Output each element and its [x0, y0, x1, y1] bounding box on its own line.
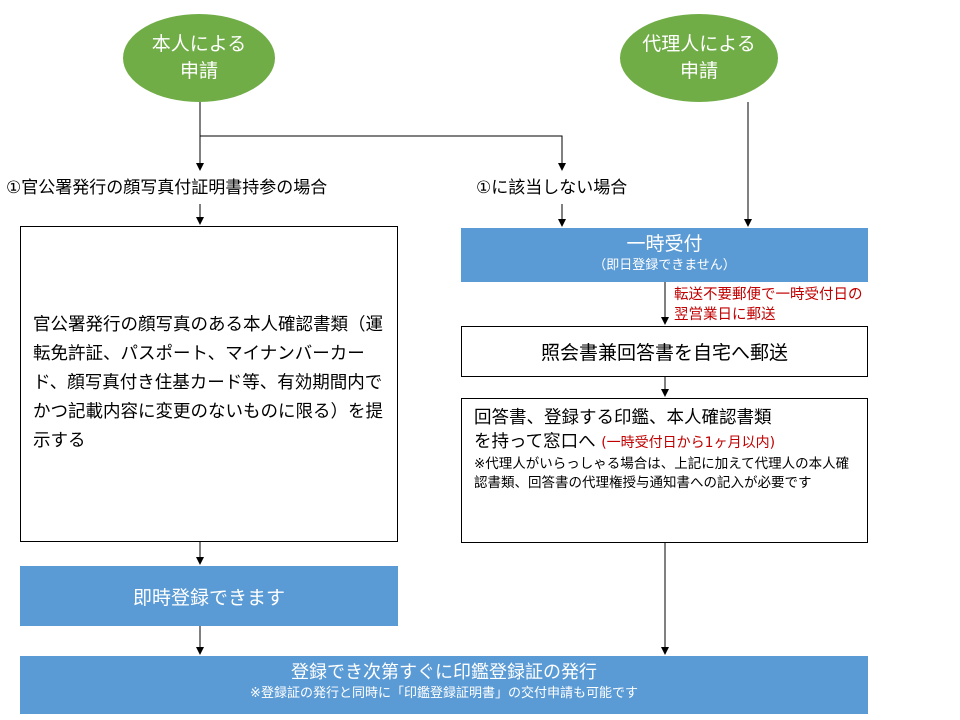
final-issue-note: ※登録証の発行と同時に「印鑑登録証明書」の交付申請も可能です [250, 686, 638, 701]
window-main-line1: 回答書、登録する印鑑、本人確認書類 [474, 408, 772, 428]
self-applicant-oval: 本人による 申請 [123, 14, 275, 102]
immediate-registration-text: 即時登録できます [132, 586, 285, 609]
final-issue-title: 登録でき次第すぐに印鑑登録証の発行 [291, 662, 597, 683]
window-visit-box: 回答書、登録する印鑑、本人確認書類 を持って窓口へ (一時受付日から1ヶ月以内)… [461, 398, 868, 543]
immediate-registration-box: 即時登録できます [20, 566, 398, 626]
window-deadline: (一時受付日から1ヶ月以内) [601, 435, 776, 451]
temp-reception-subtitle: （即日登録できません） [593, 258, 736, 273]
mail-note: 転送不要郵便で一時受付日の 翌営業日に郵送 [674, 285, 863, 325]
temp-reception-title: 一時受付 [626, 233, 703, 255]
id-document-box: 官公署発行の顔写真のある本人確認書類（運転免許証、パスポート、マイナンバーカード… [20, 226, 398, 542]
branch-right-label: ①に該当しない場合 [476, 178, 628, 198]
temp-reception-box: 一時受付 （即日登録できません） [461, 228, 868, 282]
agent-applicant-oval: 代理人による 申請 [620, 14, 778, 102]
window-main-line2: を持って窓口へ [474, 432, 596, 452]
mail-note-line2: 翌営業日に郵送 [674, 307, 776, 323]
agent-applicant-line1: 代理人による [642, 33, 756, 55]
agent-applicant-line2: 申請 [679, 60, 718, 82]
arrow-self-to-right-branch [200, 135, 566, 171]
branch-left-label: ①官公署発行の顔写真付証明書持参の場合 [6, 178, 328, 198]
window-agent-note: ※代理人がいらっしゃる場合は、上記に加えて代理人の本人確認書類、回答書の代理権授… [474, 456, 850, 491]
mail-note-line1: 転送不要郵便で一時受付日の [674, 287, 863, 303]
self-applicant-line2: 申請 [179, 60, 218, 82]
inquiry-mail-text: 照会書兼回答書を自宅へ郵送 [540, 342, 788, 364]
inquiry-mail-box: 照会書兼回答書を自宅へ郵送 [461, 326, 868, 377]
self-applicant-line1: 本人による [151, 33, 247, 55]
final-issue-box: 登録でき次第すぐに印鑑登録証の発行 ※登録証の発行と同時に「印鑑登録証明書」の交… [20, 656, 868, 714]
id-document-text: 官公署発行の顔写真のある本人確認書類（運転免許証、パスポート、マイナンバーカード… [33, 315, 383, 451]
